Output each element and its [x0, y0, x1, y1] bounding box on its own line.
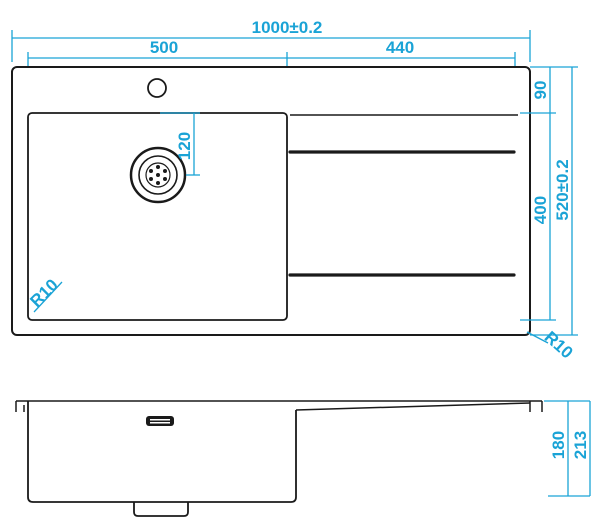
drain-outlet	[133, 502, 189, 517]
top-view	[11, 66, 531, 336]
side-view	[15, 400, 543, 517]
overall-depth-label: 520±0.2	[553, 159, 572, 220]
corner-radius-leader	[526, 331, 549, 344]
bowl-radius-leader	[33, 281, 63, 313]
overall-width-label: 1000±0.2	[252, 18, 323, 37]
sink-outline	[11, 66, 531, 336]
bowl-width-label: 500	[150, 38, 178, 57]
bowl-outline	[27, 112, 288, 321]
drain-strainer-icon	[129, 146, 187, 204]
drainer-width-label: 440	[386, 38, 414, 57]
top-margin-label: 90	[531, 81, 550, 100]
top-dimensions: 1000±0.2 500 440 120 90 400 520±0.2 R10 …	[11, 18, 578, 362]
bowl-radius-label: R10	[26, 275, 61, 310]
tap-hole	[147, 78, 167, 98]
bowl-profile	[27, 401, 297, 503]
corner-radius-label: R10	[541, 327, 577, 362]
drain-offset-label: 120	[175, 132, 194, 160]
bowl-depth-label: 400	[531, 196, 550, 224]
side-dimensions: 180 213	[544, 400, 591, 497]
overflow-icon	[146, 416, 174, 426]
drainer-profile	[295, 402, 531, 411]
total-height-label: 213	[571, 431, 590, 459]
bowl-height-label: 180	[549, 431, 568, 459]
